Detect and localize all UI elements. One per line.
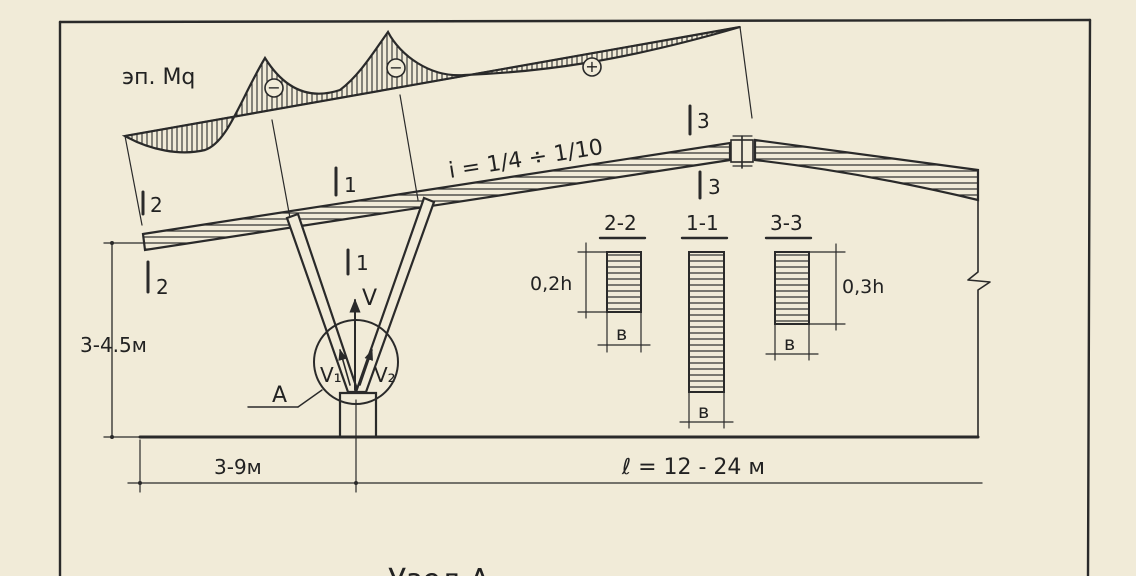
force-v2-label: V₂ [374, 363, 396, 387]
sign-circle-minus-1 [264, 78, 284, 98]
sign-circle-plus [582, 57, 602, 77]
section-mark-2-bottom: 2 [146, 260, 169, 299]
section-mark-1-bottom: 1 [346, 248, 369, 276]
svg-text:3-3: 3-3 [770, 211, 803, 235]
section-mark-3-bottom: 3 [698, 170, 721, 200]
roof-beam-left [141, 141, 732, 252]
bottom-dimensions: 3-9м ℓ = 12 - 24 м [127, 399, 983, 493]
force-v-label: V [362, 286, 377, 311]
force-v1-label: V₁ [320, 363, 342, 387]
break-line [967, 199, 991, 438]
svg-text:1: 1 [356, 251, 369, 275]
cross-section-2-2: 2-2 0,2h в [530, 211, 651, 353]
svg-text:1: 1 [344, 173, 357, 197]
cross-section-3-3: 3-3 0,3h в [764, 211, 884, 361]
cantilever-dimension-label: 3-9м [214, 455, 262, 479]
svg-text:в: в [698, 401, 709, 423]
sign-plus: + [585, 57, 598, 76]
span-dimension-label: ℓ = 12 - 24 м [621, 455, 765, 480]
section-mark-3-top: 3 [688, 104, 710, 136]
moment-diagram-label: эп. Mq [122, 65, 195, 90]
height-dimension-label: 3-4.5м [80, 333, 147, 357]
svg-text:в: в [616, 323, 627, 345]
moment-diagram: − − + эп. Mq [121, 25, 753, 226]
svg-text:2-2: 2-2 [604, 211, 637, 235]
section-mark-1-top: 1 [334, 166, 357, 197]
section-2-height-label: 0,2h [530, 273, 572, 295]
height-dimension: 3-4.5м [80, 241, 147, 439]
svg-text:в: в [784, 333, 795, 355]
svg-text:3: 3 [708, 175, 721, 199]
node-label: A [272, 383, 287, 408]
column-base [338, 391, 378, 436]
svg-text:1-1: 1-1 [686, 211, 719, 235]
svg-text:2: 2 [156, 275, 169, 299]
sign-circle-minus-2 [386, 58, 406, 78]
bottom-cut-text: Узел А [388, 563, 490, 576]
sign-minus-2: − [389, 58, 402, 77]
section-mark-2-top: 2 [141, 190, 163, 217]
sign-minus-1: − [267, 78, 280, 97]
ridge-joint [730, 135, 754, 169]
section-3-height-label: 0,3h [842, 276, 884, 298]
page-frame [58, 18, 1092, 576]
svg-text:3: 3 [697, 109, 710, 133]
svg-text:2: 2 [150, 193, 163, 217]
cross-section-1-1: 1-1 в [679, 211, 734, 429]
roof-beam-right [753, 138, 980, 202]
